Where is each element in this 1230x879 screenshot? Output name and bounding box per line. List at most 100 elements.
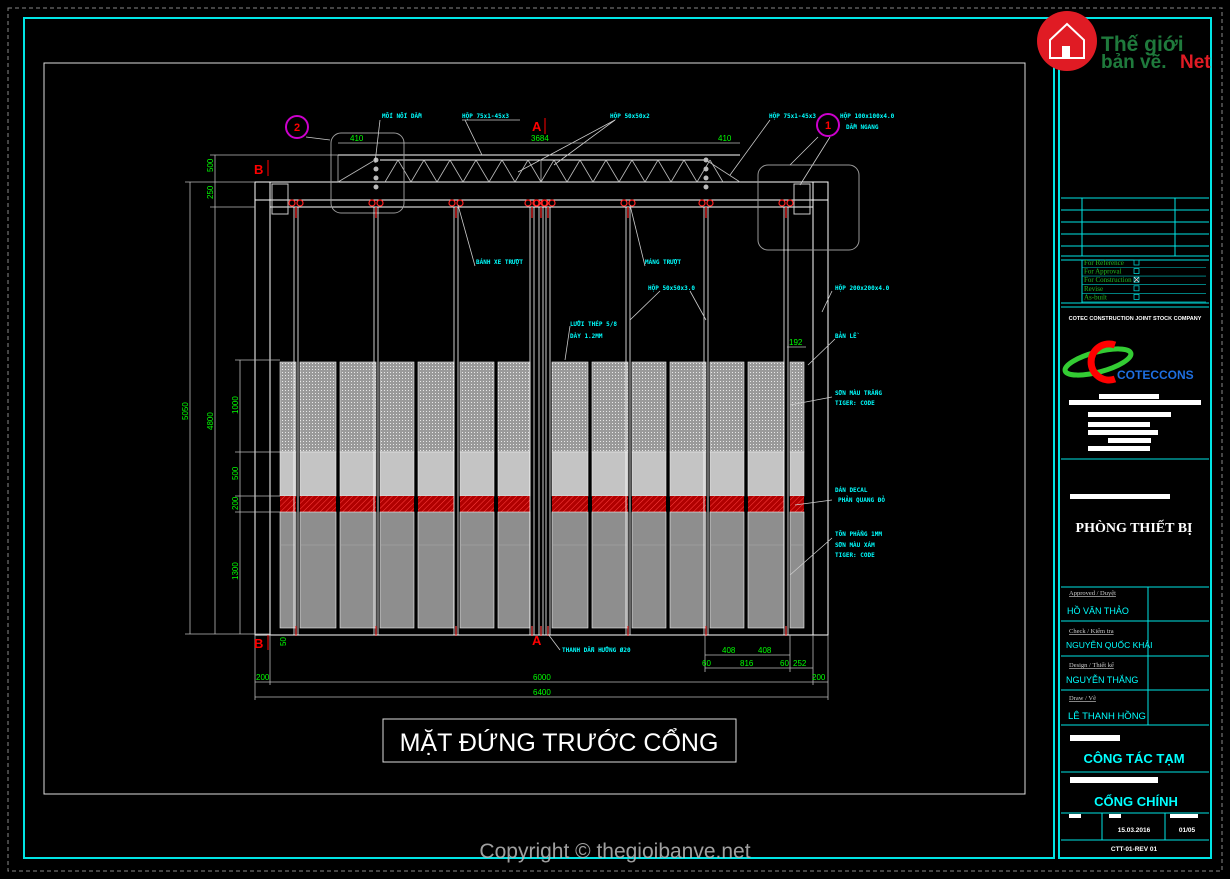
panel-white (789, 451, 805, 497)
wheel-icon (620, 199, 628, 207)
watermark-line1: Thế giới (1101, 33, 1184, 56)
status-checkbox[interactable] (1133, 268, 1140, 275)
check-mark-icon (1133, 276, 1140, 283)
panel-decal (418, 496, 454, 512)
label-tiger-1: TIGER: CODE (835, 400, 875, 407)
title-block-frame (1058, 17, 1212, 859)
category-title: CÔNG TÁC TẠM (1083, 751, 1184, 766)
bolt-icon (703, 184, 709, 190)
panel-decal (710, 496, 744, 512)
label-tiger-2: TIGER: CODE (835, 552, 875, 559)
status-checkbox[interactable] (1133, 293, 1140, 300)
label-phan-quang: PHẢN QUANG ĐỎ (838, 496, 885, 504)
drawing-frame (23, 17, 1055, 859)
status-label: As-built (1084, 293, 1107, 301)
detail-callout-2: 2 (294, 122, 300, 134)
detail-callout-1: 1 (825, 120, 831, 132)
check-label: Check / Kiểm tra (1069, 628, 1114, 635)
wheel-icon (296, 199, 304, 207)
panel-white (591, 451, 629, 497)
dim-v1000: 1000 (231, 396, 240, 414)
approved-name: HỒ VĂN THẢO (1067, 605, 1129, 616)
bolt-icon (703, 157, 709, 163)
dim-b6400: 6400 (533, 688, 551, 697)
post (545, 206, 551, 636)
truss-diagonal (384, 159, 399, 183)
watermark-logo: Thế giới bản vẽ. Net (1037, 11, 1211, 73)
truss-diagonal (696, 159, 711, 183)
panel-decal (670, 496, 706, 512)
panel-white (551, 451, 589, 497)
sheet-title: CỔNG CHÍNH (1094, 794, 1178, 809)
panel-gray (417, 511, 455, 629)
wheel-icon (533, 199, 541, 207)
project-name: PHÒNG THIẾT BỊ (1076, 519, 1193, 536)
redacted-bars (1069, 394, 1201, 818)
panel-white (459, 451, 495, 497)
panel-decal (592, 496, 628, 512)
panel-white (417, 451, 455, 497)
draw-name: LÊ THANH HỒNG (1068, 710, 1146, 722)
panel-gray (591, 511, 629, 629)
gate-posts (288, 157, 794, 636)
dimension-lines (185, 142, 829, 700)
panel-white (379, 451, 415, 497)
wheel-icon (628, 199, 636, 207)
label-dan-decal: DÁN DECAL (835, 487, 868, 494)
panel-gray (279, 511, 297, 629)
panel-decal (300, 496, 336, 512)
panel-white (299, 451, 337, 497)
dim-b60a: 60 (702, 659, 711, 668)
dim-b408b: 408 (758, 646, 772, 655)
panel-decal (552, 496, 588, 512)
dim-v500: 500 (231, 466, 240, 480)
dim-top-right: 410 (718, 134, 732, 143)
wheel-icon (448, 199, 456, 207)
label-thanh-dan: THANH DẪN HƯỚNG Ø20 (562, 647, 631, 654)
panel-gray (551, 511, 589, 629)
status-checkbox[interactable] (1133, 276, 1140, 283)
dim-v4800: 4800 (206, 412, 215, 430)
viewport-frame (43, 62, 1026, 795)
post (538, 206, 544, 636)
dim-w192: 192 (789, 338, 803, 347)
panel-gray (497, 511, 531, 629)
wheel-icon (540, 199, 548, 207)
truss-diagonal (618, 159, 633, 183)
wheel-icon (368, 199, 376, 207)
label-son-trang: SƠN MÀU TRẮNG (835, 390, 882, 397)
truss-diagonal (605, 159, 620, 183)
gate-panels (279, 361, 805, 629)
panel-gray (339, 511, 377, 629)
truss-diagonal (540, 159, 555, 183)
cotecons-logo: COTECCONS (1062, 340, 1194, 384)
bolt-icon (373, 184, 379, 190)
dim-b6000: 6000 (533, 673, 551, 682)
panel-decal (460, 496, 494, 512)
panel-mesh (669, 361, 707, 453)
copyright-watermark: Copyright © thegioibanve.net (479, 840, 750, 863)
label-hop-top: HỘP 75x1-45x3 (462, 113, 509, 120)
status-checkbox[interactable] (1133, 285, 1140, 292)
truss-diagonal (631, 159, 646, 183)
section-b-bottom: B (254, 636, 263, 651)
section-marks: A A B B 2 1 (254, 113, 840, 651)
check-name: NGUYỄN QUỐC KHẢI (1066, 639, 1152, 650)
panel-mesh (789, 361, 805, 453)
truss-diagonal (579, 159, 594, 183)
wheel-icon (548, 199, 556, 207)
truss-diagonal (423, 159, 438, 183)
post (453, 206, 459, 636)
watermark-net: Net (1180, 52, 1211, 73)
watermark-line2: bản vẽ. (1101, 52, 1166, 73)
wheel-icon (288, 199, 296, 207)
draw-label: Draw / Vẽ (1069, 695, 1096, 702)
dim-top-left: 410 (350, 134, 364, 143)
truss-diagonal (644, 159, 659, 183)
status-checkbox[interactable] (1133, 259, 1140, 266)
truss-diagonal (501, 159, 516, 183)
truss-diagonal (657, 159, 672, 183)
truss-diagonal (683, 159, 698, 183)
